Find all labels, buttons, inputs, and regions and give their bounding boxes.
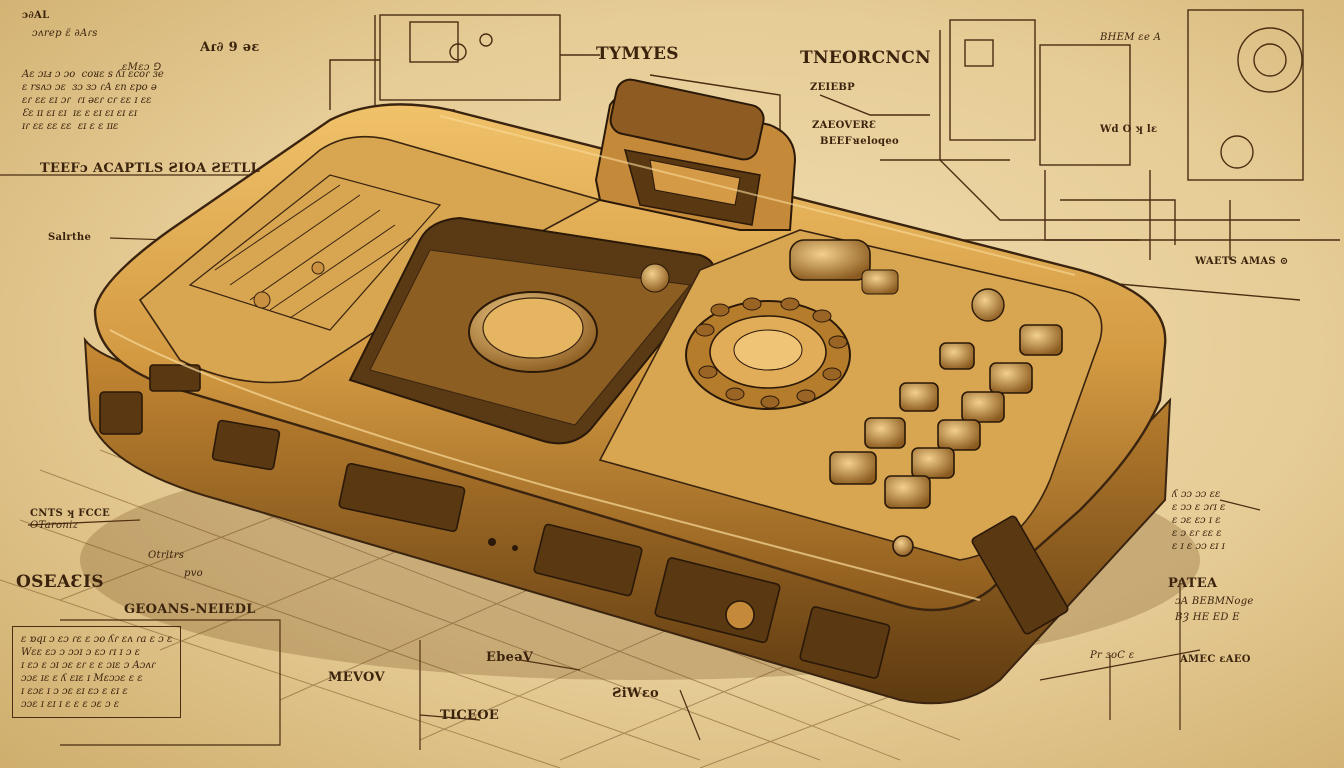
label-right-top-3: WAETS AMAS ⊙ <box>1195 256 1289 267</box>
label-left-side: Salrthe <box>48 232 92 243</box>
label-header-right-sub: ZEIEBP <box>810 82 855 93</box>
label-right-mid-3: BȜ HE ED E <box>1175 612 1240 623</box>
label-right-mid-2: ɔA BEBMNoge <box>1175 596 1254 607</box>
label-bottom-center-2: TICEOE <box>440 708 500 723</box>
note-bottom-left: ɛ ɒqɪ ɔ ɛɔ ɾɛ ɛ ɔo ʎɾ ɛʌ ɾa ɛ ɔ ɛ Wɛɛ ɛɔ… <box>12 626 182 718</box>
label-right-bottom-1: AMEC ɛAEO <box>1180 654 1251 665</box>
label-top-left-2: Aɾ∂ 9 ǝɛ <box>200 40 260 55</box>
schematic-lines <box>329 9 1340 301</box>
label-left-section: OSEAƐIS <box>16 572 104 592</box>
label-bottom-center-3: EbeǝV <box>486 650 534 665</box>
label-center-right-1: ZAEOVERƐ <box>812 120 877 131</box>
label-left-title: TEEFɔ ACAPTLS ƧIOA ƧETLL <box>40 161 261 176</box>
round-button-icon <box>725 600 755 630</box>
label-right-bottom-2: Pr ɜoC ɛ <box>1090 650 1135 661</box>
note-right: ʎ ɔɔ ɔɔ ɛɛ ɛ ɔɔ ɛ ɔɾɪ ɛ ɛ ɔɛ ɛɔ ɪ ɛ ɛ ɔ … <box>1172 489 1226 552</box>
label-right-top-1: Wd O ʞ lɛ <box>1100 124 1158 135</box>
label-left-mid-2: OTaroniz <box>30 520 79 531</box>
label-bottom-center-1: MEVOV <box>328 670 385 685</box>
label-header-right: TNEORCNCN <box>800 48 931 68</box>
label-bottom-center-4: ƧiWɛo <box>612 686 659 701</box>
label-left-section-sub: GEOANS-NEIEDL <box>124 602 256 617</box>
dpad-dial-icon <box>685 297 851 410</box>
label-left-mid-3: Otrltrs <box>148 550 185 561</box>
label-header-center: TYMYES <box>596 44 679 64</box>
label-right-mid-1: PATEA <box>1168 576 1218 591</box>
label-left-mid-1: CNTS ʞ FCCE <box>30 508 111 519</box>
note-top-left: Aɛ ɔɪⅎ ɔ ɔo coᴚɛ s ʎɪ ɛcoɾ ɜe ɛ rsʌɔ ɔɛ … <box>22 69 164 132</box>
label-right-top-2: BHEM ɛe A <box>1100 32 1162 43</box>
label-top-left-3: ɛMɛɔ ⅁ <box>122 62 162 73</box>
label-center-right-2: BEEFᴚeloqeo <box>820 136 899 147</box>
label-left-mid-4: pvo <box>184 568 203 579</box>
label-top-left-0: ɔ∂AL <box>22 10 50 21</box>
label-top-left-1: ɔʌrep ɛ̈ ∂Aɾs <box>32 28 98 39</box>
cartridge-icon <box>594 78 797 231</box>
keypad-button-icon <box>829 324 1063 557</box>
